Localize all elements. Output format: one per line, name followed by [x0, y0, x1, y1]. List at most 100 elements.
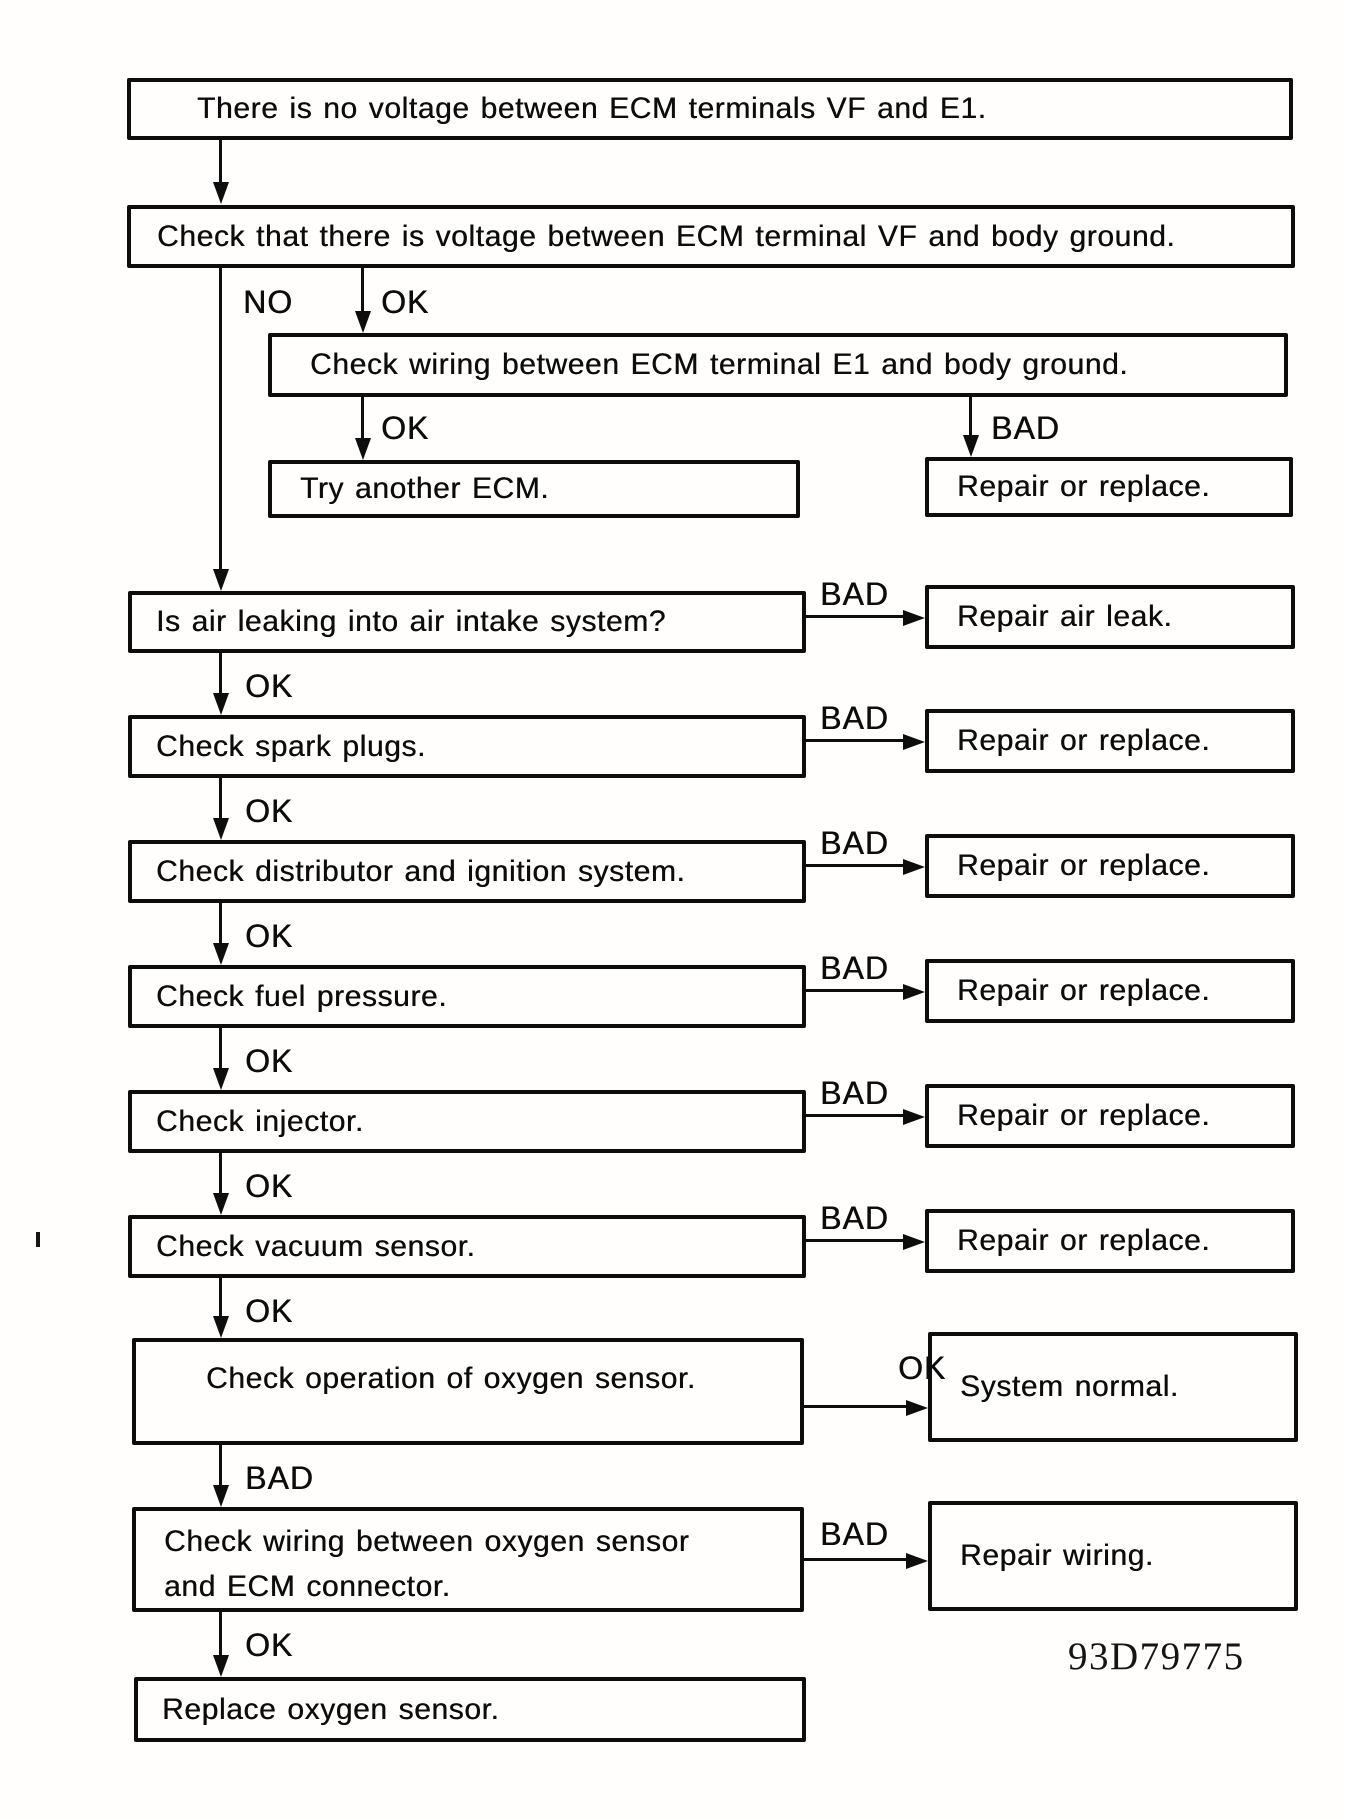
node-check-spark-plugs-text: Check spark plugs.	[156, 729, 426, 763]
connector-bad-injector	[806, 1114, 906, 1117]
node-check-e1-wiring: Check wiring between ECM terminal E1 and…	[268, 333, 1288, 397]
node-repair-air-leak-text: Repair air leak.	[957, 600, 1173, 634]
connector-ok-chain-2	[219, 778, 222, 833]
connector-ok-to-try-ecm	[361, 397, 364, 453]
node-try-another-ecm-text: Try another ECM.	[300, 472, 550, 506]
arrow-down-icon	[213, 182, 229, 204]
connector-bad-repair-wiring	[804, 1558, 907, 1561]
arrow-down-icon	[213, 1068, 229, 1090]
arrow-down-icon	[213, 1485, 229, 1507]
node-repair-or-replace-injector: Repair or replace.	[925, 1084, 1295, 1148]
node-check-oxygen-sensor-operation-text: Check operation of oxygen sensor.	[206, 1362, 696, 1395]
arrow-down-icon	[213, 1316, 229, 1338]
edge-label-ok-6: OK	[245, 1293, 294, 1329]
arrow-down-icon	[355, 311, 371, 333]
node-repair-air-leak: Repair air leak.	[925, 585, 1295, 649]
node-replace-oxygen-sensor-text: Replace oxygen sensor.	[162, 1692, 500, 1726]
node-check-vacuum-sensor-text: Check vacuum sensor.	[156, 1229, 476, 1263]
node-check-distributor-text: Check distributor and ignition system.	[156, 854, 686, 888]
edge-label-bad-injector: BAD	[820, 1075, 889, 1111]
arrow-right-icon	[903, 1234, 925, 1250]
node-repair-or-replace-vacuum: Repair or replace.	[925, 1209, 1295, 1273]
connector-no-branch	[219, 268, 222, 585]
connector-bad-distributor	[806, 864, 906, 867]
connector-ok-system-normal	[804, 1405, 907, 1408]
node-check-oxygen-wiring-text: Check wiring between oxygen sensor and E…	[164, 1525, 690, 1603]
node-check-vf-ground-text: Check that there is voltage between ECM …	[157, 219, 1176, 253]
arrow-right-icon	[903, 610, 925, 626]
edge-label-ok-replace: OK	[245, 1627, 294, 1663]
edge-label-bad-oxygen: BAD	[245, 1460, 314, 1496]
connector-ok-chain-8	[219, 1612, 222, 1670]
edge-label-ok-3: OK	[245, 918, 294, 954]
connector-bad-vacuum	[806, 1239, 906, 1242]
node-try-another-ecm: Try another ECM.	[268, 460, 800, 518]
edge-label-ok-2: OK	[245, 793, 294, 829]
node-check-e1-wiring-text: Check wiring between ECM terminal E1 and…	[310, 348, 1129, 382]
node-start-text: There is no voltage between ECM terminal…	[197, 92, 987, 126]
node-check-spark-plugs: Check spark plugs.	[128, 715, 806, 778]
edge-label-bad-distributor: BAD	[820, 825, 889, 861]
edge-label-ok-system-normal: OK	[898, 1350, 947, 1386]
connector-ok-to-e1-wiring	[361, 268, 364, 326]
node-air-leak-check-text: Is air leaking into air intake system?	[156, 605, 667, 639]
connector-ok-chain-6	[219, 1278, 222, 1331]
arrow-down-icon	[213, 1655, 229, 1677]
edge-label-bad-repair-ecm: BAD	[991, 410, 1060, 446]
node-check-fuel-pressure: Check fuel pressure.	[128, 965, 806, 1028]
arrow-down-icon	[213, 943, 229, 965]
scan-artifact-mark	[36, 1232, 40, 1247]
node-check-distributor: Check distributor and ignition system.	[128, 840, 806, 903]
edge-label-bad-spark: BAD	[820, 700, 889, 736]
edge-label-bad-fuel: BAD	[820, 950, 889, 986]
node-check-fuel-pressure-text: Check fuel pressure.	[156, 979, 448, 1013]
node-repair-wiring: Repair wiring.	[928, 1501, 1298, 1611]
node-repair-wiring-text: Repair wiring.	[960, 1539, 1154, 1573]
node-system-normal: System normal.	[928, 1332, 1298, 1442]
arrow-right-icon	[903, 1109, 925, 1125]
edge-label-bad-air-leak: BAD	[820, 576, 889, 612]
edge-label-no: NO	[243, 284, 293, 320]
node-check-injector: Check injector.	[128, 1090, 806, 1153]
connector-bad-air-leak	[806, 615, 906, 618]
node-repair-or-replace-ecm-text: Repair or replace.	[957, 470, 1211, 504]
connector-bad-spark	[806, 739, 906, 742]
node-system-normal-text: System normal.	[960, 1370, 1179, 1404]
connector-bad-fuel	[806, 989, 906, 992]
arrow-down-icon	[213, 818, 229, 840]
connector-bad-chain-7	[219, 1445, 222, 1500]
arrow-down-icon	[213, 1193, 229, 1215]
connector-ok-chain-5	[219, 1153, 222, 1208]
edge-label-ok-5: OK	[245, 1168, 294, 1204]
arrow-down-icon	[213, 693, 229, 715]
node-repair-or-replace-spark: Repair or replace.	[925, 709, 1295, 773]
edge-label-bad-vacuum: BAD	[820, 1200, 889, 1236]
arrow-right-icon	[906, 1400, 928, 1416]
edge-label-ok-top: OK	[381, 284, 430, 320]
arrow-down-icon	[213, 569, 229, 591]
arrow-down-icon	[355, 438, 371, 460]
node-check-vf-ground: Check that there is voltage between ECM …	[127, 205, 1295, 268]
node-check-injector-text: Check injector.	[156, 1104, 364, 1138]
node-check-vacuum-sensor: Check vacuum sensor.	[128, 1215, 806, 1278]
node-air-leak-check: Is air leaking into air intake system?	[128, 591, 806, 653]
node-repair-or-replace-ecm: Repair or replace.	[925, 457, 1293, 517]
arrow-right-icon	[903, 859, 925, 875]
figure-code: 93D79775	[1068, 1635, 1245, 1678]
node-check-oxygen-sensor-operation: Check operation of oxygen sensor.	[132, 1338, 804, 1445]
node-check-oxygen-wiring: Check wiring between oxygen sensor and E…	[132, 1507, 804, 1612]
connector-ok-chain-4	[219, 1028, 222, 1083]
connector-ok-chain-1	[219, 653, 222, 708]
node-repair-or-replace-distributor: Repair or replace.	[925, 834, 1295, 898]
connector-bad-to-repair-ecm	[969, 397, 972, 451]
node-start: There is no voltage between ECM terminal…	[127, 78, 1293, 140]
arrow-right-icon	[903, 984, 925, 1000]
connector-ok-chain-3	[219, 903, 222, 958]
node-repair-or-replace-fuel: Repair or replace.	[925, 959, 1295, 1023]
arrow-right-icon	[903, 734, 925, 750]
edge-label-ok-try-ecm: OK	[381, 410, 430, 446]
arrow-down-icon	[963, 435, 979, 457]
arrow-right-icon	[906, 1553, 928, 1569]
edge-label-ok-4: OK	[245, 1043, 294, 1079]
